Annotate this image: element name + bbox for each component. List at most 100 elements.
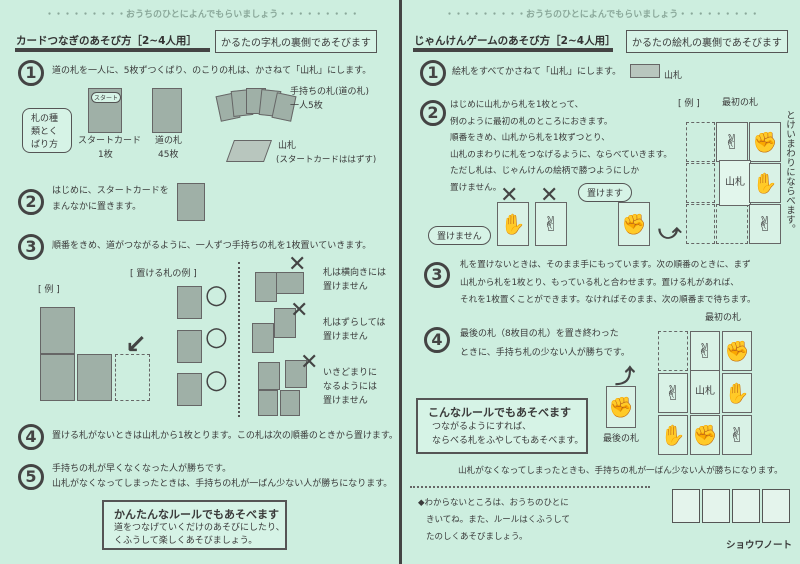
- header-note: ・・・・・・・・・おうちのひとによんでもらいましょう・・・・・・・・・: [445, 10, 760, 20]
- ok-card: [177, 373, 202, 406]
- last-card-label: 最後の札: [603, 434, 640, 444]
- step-1-text: 絵札をすべてかさねて「山札」にします。: [452, 67, 622, 77]
- step-1-number: 1: [420, 60, 446, 86]
- example-label: [ 例 ]: [678, 99, 700, 109]
- start-card-image: スタート: [88, 88, 122, 133]
- alt-rule-box: こんなルールでもあそべます つながるようにすれば、 ならべる札をふやしてもあそべ…: [416, 398, 588, 454]
- alt-rule-line1: つながるようにすれば、: [432, 422, 532, 432]
- alt-rule-title: こんなルールでもあそべます: [428, 406, 571, 419]
- alt-rule-line2: ならべる札をふやしてもあそべます。: [432, 436, 584, 446]
- title-underline: [413, 48, 613, 52]
- bottom-note: 山札がなくなってしまったときも、手持ちの札が一ばん少ない人が勝ちになります。: [458, 466, 783, 476]
- hand-label: 手持ちの札(道の札): [290, 87, 370, 97]
- ng-card: [280, 390, 300, 416]
- start-card-count: 1枚: [98, 150, 113, 160]
- paper-card-icon: ✋: [722, 373, 752, 413]
- deck-icon: [630, 64, 660, 78]
- example-card: [77, 354, 112, 401]
- product-icons: [672, 489, 790, 523]
- scissors-card-icon: ✌: [716, 122, 748, 162]
- page-divider: [399, 0, 402, 564]
- scissors-card-icon: ✌: [535, 202, 567, 246]
- step-4-text: 置ける札がないときは山札から1枚とります。この札は次の順番のときから置けます。: [52, 431, 398, 441]
- first-card-label: 最初の札: [722, 98, 759, 108]
- example-start-card: [40, 307, 75, 354]
- deck-label: 山札: [278, 141, 297, 151]
- road-card-label: 道の札: [155, 136, 183, 146]
- cross-ng-icon: ✕: [288, 252, 307, 277]
- left-subtitle: かるたの字札の裏側であそびます: [215, 30, 377, 53]
- cannot-place-bubble: 置けません: [428, 226, 491, 245]
- step-1-text: 道の札を一人に、5枚ずつくばり、のこりの札は、かさねて「山札」にします。: [52, 66, 372, 76]
- step-4-line2: ときに、手持ち札の少ない人が勝ちです。: [460, 348, 630, 358]
- step-4-number: 4: [424, 327, 450, 353]
- ok-card: [177, 330, 202, 363]
- ng-card: [276, 272, 304, 294]
- step-5-line2: 山札がなくなってしまったときは、手持ちの札が一ばん少ない人が勝ちになります。: [52, 479, 393, 489]
- right-title: じゃんけんゲームのあそび方［2~4人用］: [414, 35, 616, 47]
- step-4-number: 4: [18, 424, 44, 450]
- circle-ok-icon: ○: [205, 365, 228, 395]
- cross-ng-icon: ✕: [500, 183, 519, 208]
- deck-label: 山札: [664, 71, 683, 81]
- ng-card: [258, 390, 278, 416]
- empty-slot: [686, 204, 715, 244]
- step-1-number: 1: [18, 60, 44, 86]
- scissors-card-icon: ✌: [658, 373, 688, 413]
- hand-count: 一人5枚: [290, 101, 323, 111]
- start-card-image: [177, 183, 205, 221]
- ng-text-3: いきどまりになるようには置けません: [323, 368, 378, 406]
- empty-slot: [658, 331, 688, 371]
- step-3-text: 札を置けないときは、そのまま手にもっています。次の順番のときに、まず山札から札を…: [460, 260, 756, 305]
- empty-slot: [716, 204, 748, 244]
- right-subtitle: かるたの絵札の裏側であそびます: [626, 30, 788, 53]
- step-3-number: 3: [18, 234, 44, 260]
- title-underline: [15, 48, 210, 52]
- cross-ng-icon: ✕: [540, 183, 559, 208]
- scissors-card-icon: ✌: [722, 415, 752, 455]
- last-card-rock-icon: ✊: [606, 386, 636, 428]
- ng-card: [258, 362, 280, 390]
- scissors-card-icon: ✌: [749, 204, 781, 244]
- ng-card: [252, 323, 274, 353]
- paper-card-icon: ✋: [658, 415, 688, 455]
- deck-note: (スタートカードははずす): [276, 155, 377, 165]
- footer-note: ◆わからないところは、おうちのひとにきいてね。また、ルールはくふうしてたのしくあ…: [418, 498, 570, 542]
- example-label: [ 例 ]: [38, 285, 60, 295]
- road-card-image: [152, 88, 182, 133]
- cross-ng-icon: ✕: [300, 350, 319, 375]
- easy-rule-title: かんたんなルールでもあそべます: [114, 508, 279, 521]
- ng-card: [274, 308, 296, 338]
- example-empty-slot: [115, 354, 150, 401]
- easy-rule-line2: くふうして楽しくあそびましょう。: [114, 536, 258, 546]
- rock-card-icon: ✊: [722, 331, 752, 371]
- circle-ok-icon: ○: [205, 322, 228, 352]
- deck-image: [225, 140, 273, 162]
- road-card-count: 45枚: [158, 150, 179, 160]
- rock-card-icon: ✊: [618, 202, 650, 246]
- step-2-text: はじめに山札から札を1枚とって、例のように最初の札のところにおきます。順番をきめ…: [450, 100, 672, 193]
- ng-text-1: 札は横向きには置けません: [323, 268, 387, 292]
- paper-card-icon: ✋: [497, 202, 529, 246]
- step-4-line1: 最後の札（8枚目の札）を置き終わった: [460, 329, 619, 339]
- step-2-line1: はじめに、スタートカードを: [52, 186, 169, 196]
- step-3-text: 順番をきめ、道がつながるように、一人ずつ手持ちの札を1枚置いていきます。: [52, 241, 372, 251]
- ok-card: [177, 286, 202, 319]
- header-note: ・・・・・・・・・おうちのひとによんでもらいましょう・・・・・・・・・: [45, 10, 360, 20]
- first-card-label: 最初の札: [705, 313, 742, 323]
- left-title: カードつなぎのあそび方［2~4人用］: [16, 35, 197, 47]
- empty-slot: [686, 122, 715, 162]
- step-5-number: 5: [18, 464, 44, 490]
- easy-rule-line1: 道をつなげていくだけのあそびにしたり、: [114, 523, 285, 533]
- rock-card-icon: ✊: [749, 122, 781, 162]
- ng-card: [285, 360, 307, 388]
- step-5-line1: 手持ちの札が早くなくなった人が勝ちです。: [52, 464, 232, 474]
- example-card: [40, 354, 75, 401]
- step-2-number: 2: [420, 100, 446, 126]
- clockwise-note: とけいまわりにならべます。: [784, 110, 795, 234]
- brand-logo: ショウワノート: [726, 540, 793, 551]
- step-3-number: 3: [424, 262, 450, 288]
- rock-card-icon: ✊: [690, 415, 720, 455]
- cross-ng-icon: ✕: [290, 298, 309, 323]
- wavy-separator: [238, 262, 242, 417]
